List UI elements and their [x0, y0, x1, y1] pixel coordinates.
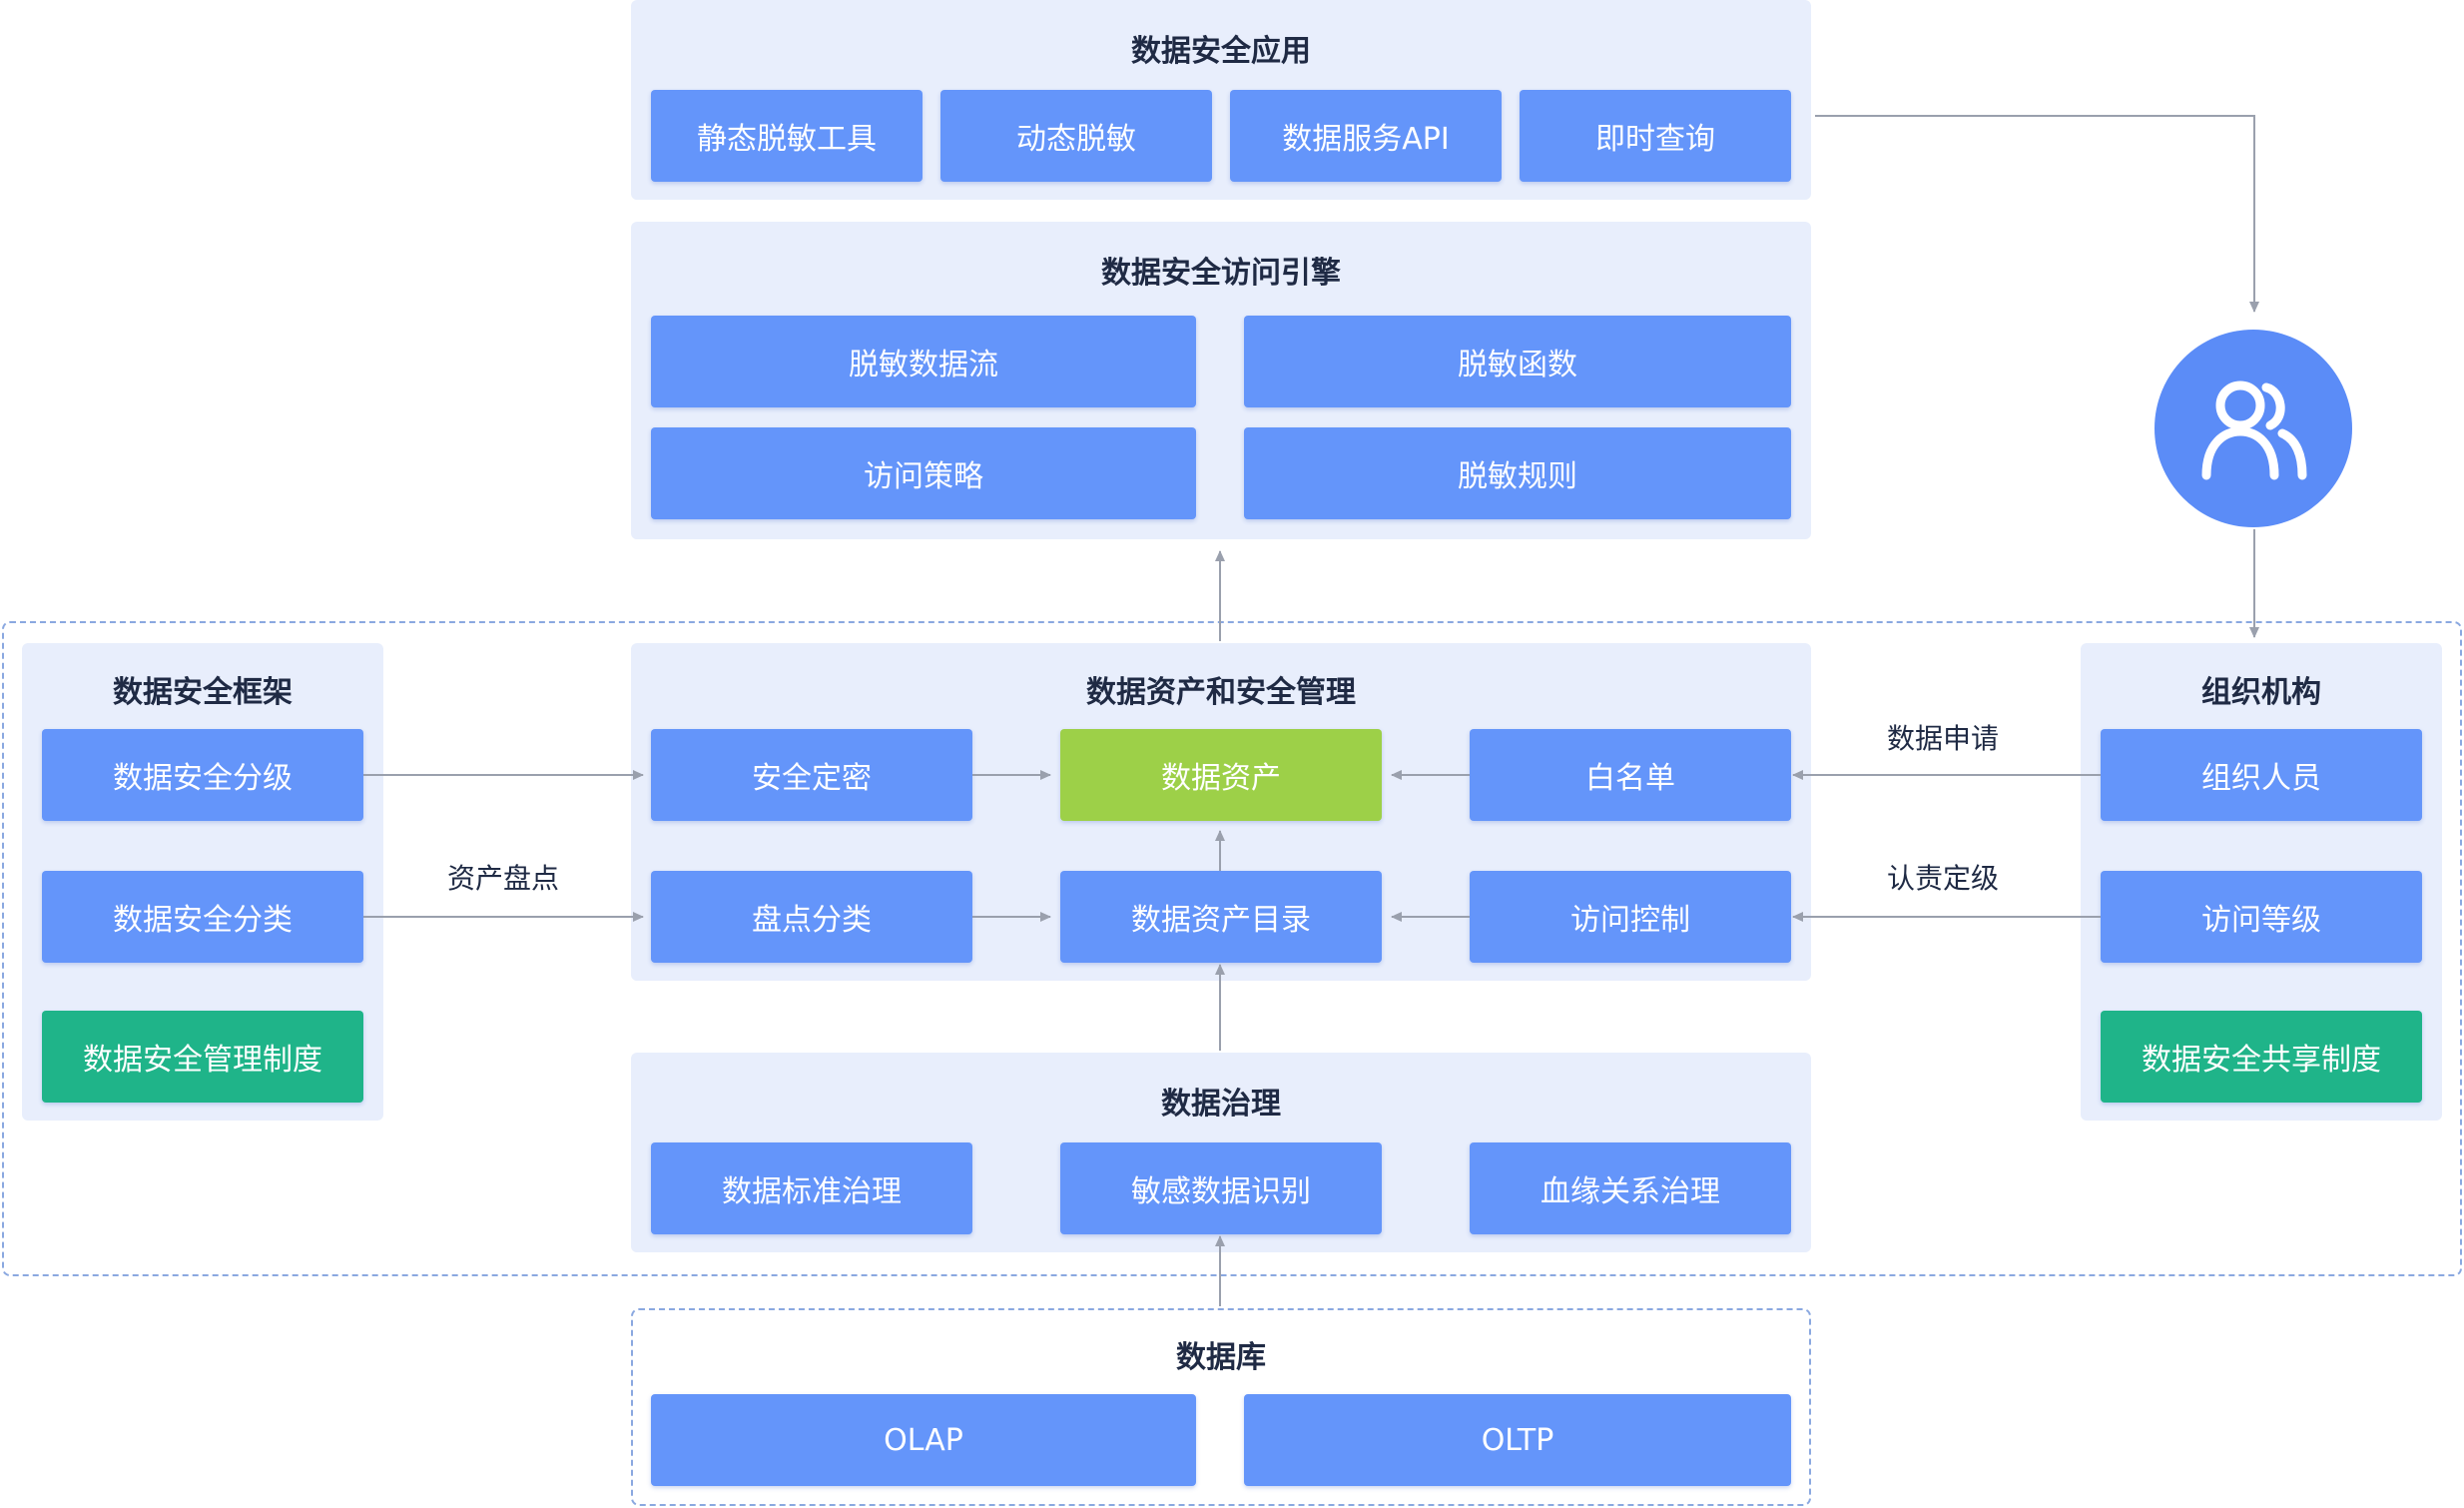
asset-inventory-classification[interactable]: 盘点分类 — [651, 871, 972, 963]
framework-classification[interactable]: 数据安全分类 — [42, 871, 363, 963]
org-personnel[interactable]: 组织人员 — [2101, 729, 2422, 821]
asset-security-classification[interactable]: 安全定密 — [651, 729, 972, 821]
database-olap[interactable]: OLAP — [651, 1394, 1196, 1486]
apps-panel: 数据安全应用 静态脱敏工具 动态脱敏 数据服务API 即时查询 — [631, 0, 1811, 200]
apps-title: 数据安全应用 — [1131, 34, 1311, 69]
engine-panel: 数据安全访问引擎 脱敏数据流 脱敏函数 访问策略 脱敏规则 — [631, 222, 1811, 539]
governance-standards[interactable]: 数据标准治理 — [651, 1142, 972, 1234]
governance-title: 数据治理 — [1161, 1087, 1281, 1122]
middle-band-frame — [2, 621, 2462, 1276]
governance-lineage[interactable]: 血缘关系治理 — [1470, 1142, 1791, 1234]
users-icon — [2155, 330, 2352, 527]
framework-management-policy[interactable]: 数据安全管理制度 — [42, 1011, 363, 1103]
engine-masking-function[interactable]: 脱敏函数 — [1244, 316, 1791, 407]
governance-panel: 数据治理 数据标准治理 敏感数据识别 血缘关系治理 — [631, 1053, 1811, 1252]
app-data-service-api[interactable]: 数据服务API — [1230, 90, 1502, 182]
asset-access-control[interactable]: 访问控制 — [1470, 871, 1791, 963]
asset-mgmt-panel: 数据资产和安全管理 安全定密 数据资产 白名单 盘点分类 数据资产目录 访问控制 — [631, 643, 1811, 981]
framework-title: 数据安全框架 — [113, 675, 293, 710]
org-panel: 组织机构 组织人员 访问等级 数据安全共享制度 — [2081, 643, 2442, 1121]
database-panel: 数据库 OLAP OLTP — [631, 1308, 1811, 1506]
engine-access-policy[interactable]: 访问策略 — [651, 427, 1196, 519]
database-title: 数据库 — [1176, 1340, 1266, 1375]
org-title: 组织机构 — [2201, 675, 2321, 710]
edge-label-accountability: 认责定级 — [1887, 862, 2000, 895]
governance-sensitive-detection[interactable]: 敏感数据识别 — [1060, 1142, 1382, 1234]
engine-masked-dataflow[interactable]: 脱敏数据流 — [651, 316, 1196, 407]
org-sharing-policy[interactable]: 数据安全共享制度 — [2101, 1011, 2422, 1103]
app-dynamic-masking[interactable]: 动态脱敏 — [940, 90, 1212, 182]
asset-whitelist[interactable]: 白名单 — [1470, 729, 1791, 821]
org-access-level[interactable]: 访问等级 — [2101, 871, 2422, 963]
asset-data-assets[interactable]: 数据资产 — [1060, 729, 1382, 821]
arrow-apps-to-users — [1815, 115, 2259, 313]
engine-masking-rules[interactable]: 脱敏规则 — [1244, 427, 1791, 519]
engine-title: 数据安全访问引擎 — [1101, 256, 1341, 291]
database-oltp[interactable]: OLTP — [1244, 1394, 1791, 1486]
asset-mgmt-title: 数据资产和安全管理 — [1086, 675, 1356, 710]
edge-label-data-request: 数据申请 — [1887, 722, 2000, 755]
app-instant-query[interactable]: 即时查询 — [1520, 90, 1791, 182]
app-static-masking[interactable]: 静态脱敏工具 — [651, 90, 923, 182]
framework-panel: 数据安全框架 数据安全分级 数据安全分类 数据安全管理制度 — [22, 643, 383, 1121]
edge-label-asset-inventory: 资产盘点 — [447, 862, 560, 895]
framework-grading[interactable]: 数据安全分级 — [42, 729, 363, 821]
asset-catalog[interactable]: 数据资产目录 — [1060, 871, 1382, 963]
